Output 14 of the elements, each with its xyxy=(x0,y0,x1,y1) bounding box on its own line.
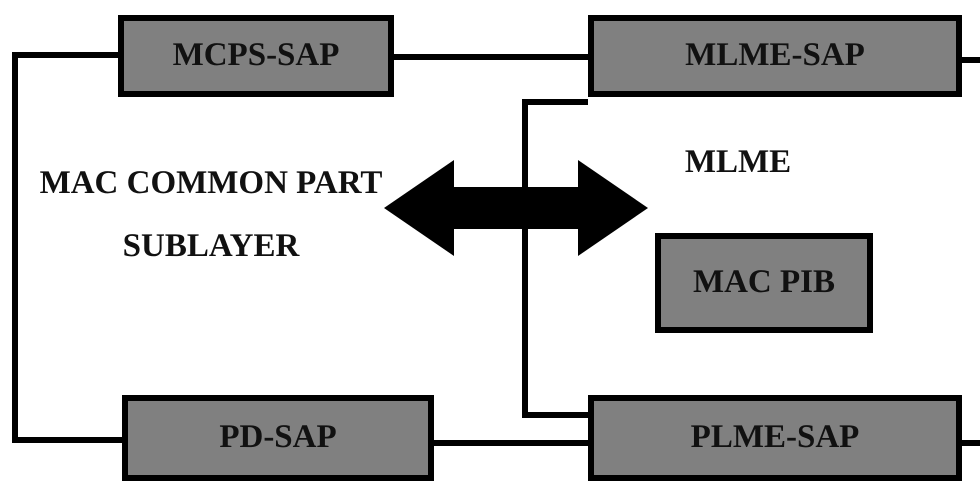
connector-line xyxy=(12,52,122,443)
double-arrow xyxy=(384,160,648,256)
region-label: MLME xyxy=(684,143,792,182)
connector-line xyxy=(394,54,588,60)
process-box: MAC PIB xyxy=(655,233,873,333)
process-box: PD-SAP xyxy=(122,395,434,481)
process-box: PLME-SAP xyxy=(588,395,962,481)
process-box: MLME-SAP xyxy=(588,15,962,97)
process-box: MCPS-SAP xyxy=(118,15,394,97)
connector-line xyxy=(962,57,980,63)
connector-line xyxy=(434,440,588,446)
region-label: MAC COMMON PART SUBLAYER xyxy=(38,164,384,266)
connector-line xyxy=(962,440,980,446)
connector-line xyxy=(522,99,588,418)
